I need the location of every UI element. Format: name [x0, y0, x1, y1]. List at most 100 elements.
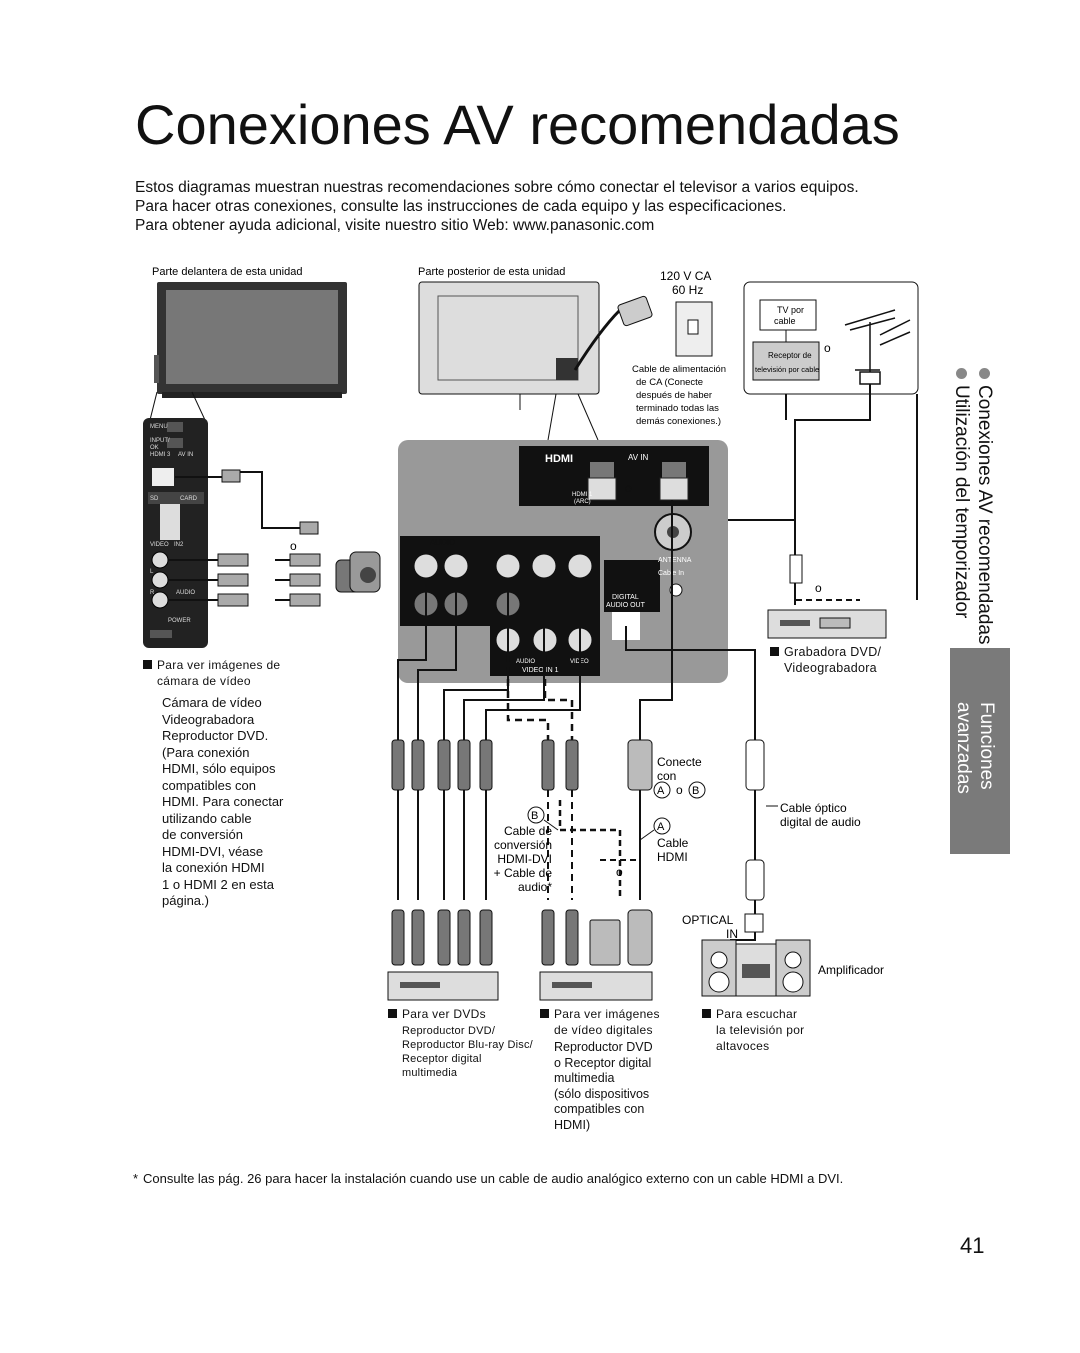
side-label: VIDEO [150, 542, 169, 548]
intro-line: Para hacer otras conexiones, consulte la… [135, 198, 787, 215]
footnote-star: * [133, 1171, 139, 1186]
bullet-icon [143, 660, 152, 669]
hdmi-logo: HDMI [545, 453, 573, 465]
hdmi-cable-label: HDMI [657, 850, 688, 864]
side-label: AV IN [178, 452, 193, 458]
label-a: A [657, 785, 665, 797]
connect-label: con [657, 769, 676, 783]
front-unit-label: Parte delantera de esta unidad [152, 266, 302, 278]
camera-body-line: HDMI-DVI, véase [162, 843, 264, 859]
voltage-label: 120 V CA [660, 269, 711, 283]
receiver-label: Receptor de [768, 351, 812, 360]
footnote: * Consulte las pág. 26 para hacer la ins… [133, 1171, 943, 1187]
antenna-illustration [844, 309, 911, 385]
amplifier-illustration [701, 939, 811, 997]
conv-cable-label: Cable de [504, 824, 552, 838]
side-label: CARD [180, 496, 198, 502]
digital-section: Para ver imágenes de vídeo digitales Rep… [540, 1006, 660, 1133]
camera-body-line: utilizando cable [162, 810, 252, 826]
camera-heading-line: Para ver imágenes de [157, 658, 281, 672]
camera-body-line: 1 o HDMI 2 en esta [162, 876, 274, 892]
page-number: 41 [960, 1233, 985, 1258]
conv-cable-label: audio* [518, 880, 552, 894]
camcorder-illustration [335, 551, 381, 593]
optical-in-label: IN [726, 927, 738, 941]
dvd-body-line: multimedia [402, 1067, 458, 1079]
side-nav: Conexiones AV recomendadas Utilización d… [950, 368, 996, 644]
camera-section-body: Cámara de vídeo Videograbadora Reproduct… [162, 695, 283, 910]
camera-body-line: Cámara de vídeo [162, 695, 262, 710]
camera-body-line: de conversión [162, 827, 243, 842]
digital-audio-label: AUDIO OUT [606, 602, 646, 609]
side-label: R [150, 590, 155, 596]
camera-body-line: (Para conexión [162, 744, 250, 760]
bullet-icon [388, 1009, 397, 1018]
or-label: o [616, 865, 623, 879]
optical-cable-label: Cable óptico [780, 801, 847, 815]
audio-label: AUDIO [430, 538, 455, 547]
bullet-icon [702, 1009, 711, 1018]
side-label: SD [150, 496, 159, 502]
tv-cable-label: cable [774, 316, 796, 326]
label-b: B [531, 810, 538, 822]
av-in-label: AV IN [628, 453, 649, 462]
side-label: INPUT/ [150, 438, 170, 444]
optical-in-label: OPTICAL [682, 913, 734, 927]
power-note: de CA (Conecte [636, 377, 703, 388]
digital-heading-line: Para ver imágenes [554, 1007, 660, 1021]
intro-line: Estos diagramas muestran nuestras recome… [135, 179, 859, 196]
speaker-section: Para escuchar la televisión por altavoce… [702, 1006, 804, 1054]
side-label: IN2 [174, 542, 184, 548]
or-label: o [815, 581, 822, 595]
recorder-section-heading: Grabadora DVD/ Videograbadora [770, 644, 881, 676]
signal-source-box [743, 281, 919, 395]
power-note: Cable de alimentación [632, 364, 726, 375]
digital-body-line: (sólo dispositivos [554, 1086, 650, 1101]
dvd-body-line: Receptor digital [402, 1053, 482, 1065]
camera-body-line: HDMI. Para conectar [162, 794, 284, 809]
section-tab[interactable] [950, 648, 1010, 854]
or-label: o [824, 341, 831, 355]
tv-cable-label: TV por [777, 305, 804, 315]
camera-body-line: HDMI, sólo equipos [162, 761, 276, 776]
side-nav-item[interactable]: Utilización del temporizador [950, 368, 973, 644]
or-label: o [676, 783, 683, 797]
speaker-heading-line: altavoces [716, 1039, 770, 1053]
side-label: HDMI 3 [150, 452, 171, 458]
bullet-icon [770, 647, 779, 656]
side-nav-item[interactable]: Conexiones AV recomendadas [973, 368, 996, 644]
video-in1-label: VIDEO IN 1 [522, 667, 559, 674]
intro-text: Estos diagramas muestran nuestras recome… [135, 178, 955, 235]
conv-cable-label: HDMI-DVI [497, 852, 552, 866]
rear-unit-label: Parte posterior de esta unidad [418, 266, 565, 278]
bullet-icon [540, 1009, 549, 1018]
side-label: MENU [150, 424, 168, 430]
connect-label: Conecte [657, 755, 702, 769]
label-a: A [657, 821, 665, 833]
conv-cable-label: conversión [494, 838, 552, 852]
camera-cables [168, 471, 320, 601]
page-title: Conexiones AV recomendadas [135, 93, 900, 156]
dvd-section: Para ver DVDs Reproductor DVD/ Reproduct… [388, 1006, 533, 1080]
or-label: o [290, 539, 297, 553]
frequency-label: 60 Hz [672, 283, 703, 297]
dvd-heading: Para ver DVDs [402, 1007, 486, 1021]
camera-body-line: Reproductor DVD. [162, 728, 269, 743]
footnote-text: Consulte las pág. 26 para hacer la insta… [143, 1171, 844, 1186]
power-note: terminado todas las [636, 403, 719, 414]
amplifier-label: Amplificador [818, 963, 884, 977]
or-label: o [625, 481, 632, 495]
digital-heading-line: de vídeo digitales [554, 1023, 653, 1037]
antenna-label: ANTENNA [658, 557, 692, 564]
digital-body-line: o Receptor digital [554, 1055, 652, 1070]
hdmi-cable-label: Cable [657, 836, 689, 850]
intro-line: Para obtener ayuda adicional, visite nue… [135, 217, 655, 234]
dvd-body-line: Reproductor Blu-ray Disc/ [402, 1039, 533, 1051]
camera-body-line: la conexión HDMI [162, 860, 265, 875]
receiver-label: televisión por cable [755, 365, 819, 374]
cable-plugs [391, 739, 765, 966]
optical-cable-label: digital de audio [780, 815, 861, 829]
side-label: OK [150, 445, 159, 451]
dvd-recorder-illustration [767, 609, 887, 639]
